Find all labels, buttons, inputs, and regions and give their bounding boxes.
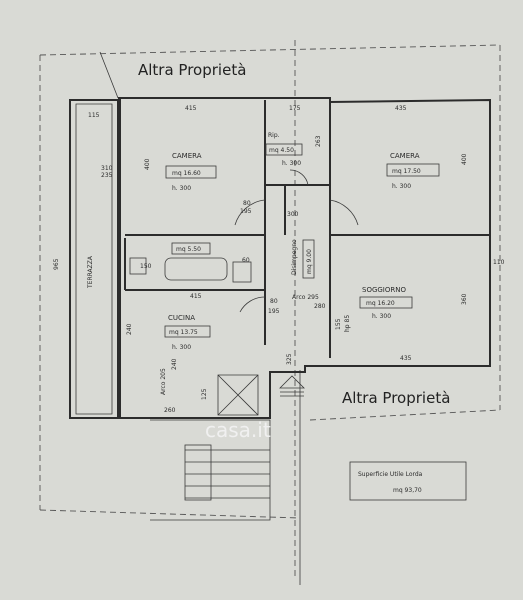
area-soggiorno: mq 16.20: [366, 300, 395, 307]
svg-text:965: 965: [53, 258, 60, 270]
arco-280: 280: [314, 303, 326, 310]
svg-text:435: 435: [400, 355, 412, 362]
area-bagno: mq 5.50: [176, 246, 201, 253]
arco-cucina: Arco 205: [160, 368, 167, 395]
svg-text:110: 110: [493, 259, 505, 266]
watermark: casa.it: [205, 418, 271, 442]
room-rip: Rip.: [268, 132, 280, 139]
arco-cucina-h: 240: [171, 358, 178, 370]
svg-text:115: 115: [88, 112, 100, 119]
room-soggiorno: SOGGIORNO: [362, 286, 406, 294]
walls: [69, 97, 491, 521]
arco-295: Arco 295: [292, 294, 319, 301]
area-camera-right: mq 17.50: [392, 168, 421, 175]
height-camera-left: h. 300: [172, 185, 191, 192]
svg-text:80: 80: [270, 298, 278, 305]
svg-text:60: 60: [242, 257, 250, 264]
svg-text:175: 175: [289, 105, 301, 112]
svg-text:240: 240: [126, 323, 133, 335]
terrazza-label: TERRAZZA: [87, 255, 94, 289]
svg-text:415: 415: [190, 293, 202, 300]
altra-proprieta-top: Altra Proprietà: [138, 61, 246, 79]
area-cucina: mq 13.75: [169, 329, 198, 336]
svg-text:150: 150: [140, 263, 152, 270]
room-disimpegno: Disimpegno: [291, 239, 298, 275]
room-camera-right: CAMERA: [390, 152, 420, 160]
svg-text:235: 235: [101, 172, 113, 179]
svg-text:360: 360: [461, 293, 468, 305]
svg-text:155: 155: [335, 318, 342, 330]
superficie-value: mq 93,70: [393, 487, 422, 494]
height-rip: h. 300: [282, 160, 301, 167]
room-cucina: CUCINA: [168, 314, 195, 322]
height-cucina: h. 300: [172, 344, 191, 351]
svg-text:125: 125: [201, 388, 208, 400]
height-soggiorno: h. 300: [372, 313, 391, 320]
dimension-labels: 115 415 175 435 400 400 263 310 235 80 1…: [53, 105, 505, 414]
svg-text:80: 80: [243, 200, 251, 207]
area-rip: mq 4.50: [269, 147, 294, 154]
svg-text:310: 310: [101, 165, 113, 172]
svg-text:263: 263: [315, 135, 322, 147]
altra-proprieta-right: Altra Proprietà: [342, 389, 450, 407]
height-camera-right: h. 300: [392, 183, 411, 190]
area-disimpegno: mq 9.00: [306, 249, 313, 274]
svg-text:260: 260: [164, 407, 176, 414]
superficie-title: Superficie Utile Lorda: [358, 471, 423, 478]
svg-text:195: 195: [268, 308, 280, 315]
room-camera-left: CAMERA: [172, 152, 202, 160]
svg-text:435: 435: [395, 105, 407, 112]
property-boundary: [39, 40, 501, 585]
svg-text:415: 415: [185, 105, 197, 112]
svg-text:hp 85: hp 85: [344, 315, 351, 332]
svg-text:300: 300: [287, 211, 299, 218]
area-camera-left: mq 16.60: [172, 170, 201, 177]
svg-text:325: 325: [286, 353, 293, 365]
svg-text:195: 195: [240, 208, 252, 215]
svg-text:400: 400: [144, 158, 151, 170]
svg-text:400: 400: [461, 153, 468, 165]
